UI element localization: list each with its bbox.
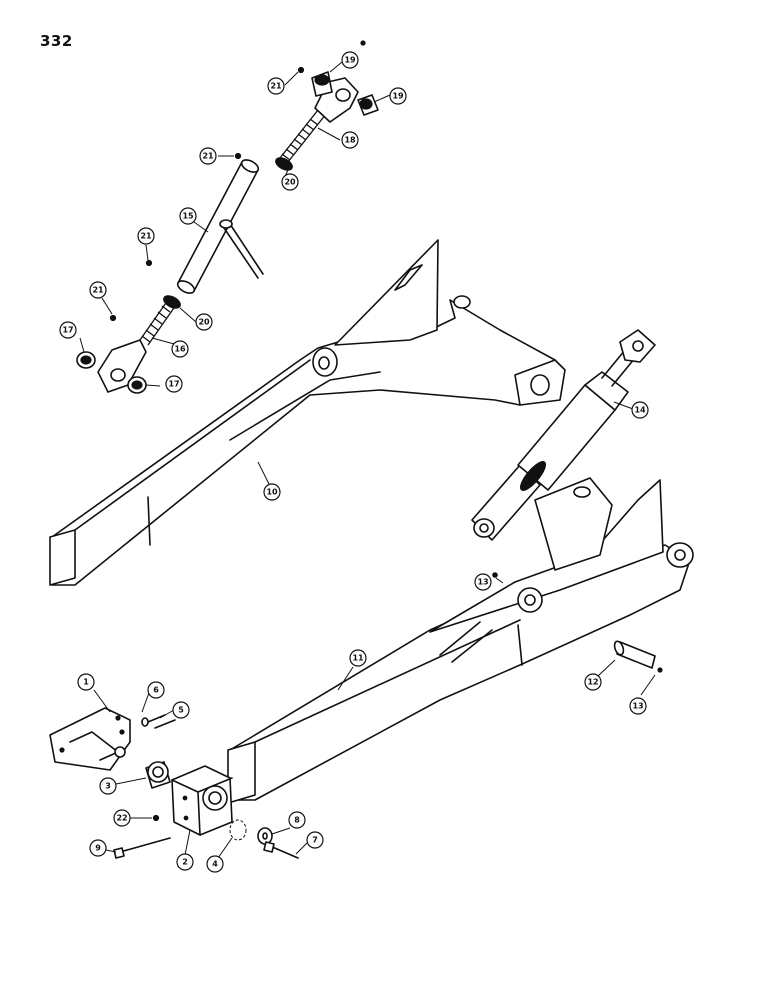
callout-18-label: 18 bbox=[344, 136, 356, 145]
callout-15: 15 bbox=[179, 207, 197, 225]
callout-17-right: 17 bbox=[165, 375, 183, 393]
page-number: 332 bbox=[40, 32, 73, 50]
hydraulic-cylinder bbox=[471, 329, 656, 541]
callout-12-label: 12 bbox=[587, 678, 598, 687]
callout-19-top: 19 bbox=[341, 51, 359, 69]
callout-14: 14 bbox=[631, 401, 649, 419]
callout-21-lower-label: 21 bbox=[92, 286, 104, 295]
callout-8-label: 8 bbox=[294, 816, 300, 825]
callout-7: 7 bbox=[306, 831, 324, 849]
callout-20-lower: 20 bbox=[195, 313, 213, 331]
callout-22-label: 22 bbox=[116, 814, 127, 823]
callout-20-upper-label: 20 bbox=[284, 178, 296, 187]
callout-11-label: 11 bbox=[352, 654, 364, 663]
callout-21-lower: 21 bbox=[89, 281, 107, 299]
callout-8: 8 bbox=[288, 811, 306, 829]
callout-17-left-label: 17 bbox=[62, 326, 73, 335]
callout-13-upper-label: 13 bbox=[477, 578, 488, 587]
callout-6: 6 bbox=[147, 681, 165, 699]
callout-7-label: 7 bbox=[312, 836, 318, 845]
callout-3: 3 bbox=[99, 777, 117, 795]
callout-17-right-label: 17 bbox=[168, 380, 179, 389]
callout-17-left: 17 bbox=[59, 321, 77, 339]
callout-21-middle-label: 21 bbox=[140, 232, 152, 241]
callout-5: 5 bbox=[172, 701, 190, 719]
callout-19-top-label: 19 bbox=[344, 56, 356, 65]
callout-13-lower-label: 13 bbox=[632, 702, 643, 711]
callout-1-label: 1 bbox=[83, 678, 89, 687]
callout-20-upper: 20 bbox=[281, 173, 299, 191]
callout-9-label: 9 bbox=[95, 844, 101, 853]
callout-21-top-label: 21 bbox=[270, 82, 282, 91]
callout-16-label: 16 bbox=[174, 345, 186, 354]
callout-2: 2 bbox=[176, 853, 194, 871]
lower-draft-arm bbox=[227, 477, 694, 804]
pivot-hardware bbox=[49, 707, 299, 859]
callout-12: 12 bbox=[584, 673, 602, 691]
callout-2-label: 2 bbox=[182, 858, 188, 867]
callout-10: 10 bbox=[263, 483, 281, 501]
callout-14-label: 14 bbox=[634, 406, 646, 415]
callout-13-upper: 13 bbox=[474, 573, 492, 591]
top-link-assembly bbox=[76, 40, 379, 394]
callout-18: 18 bbox=[341, 131, 359, 149]
callout-15-label: 15 bbox=[182, 212, 194, 221]
callout-6-label: 6 bbox=[153, 686, 159, 695]
callout-19-right: 19 bbox=[389, 87, 407, 105]
callout-11: 11 bbox=[349, 649, 367, 667]
callout-21-tube-label: 21 bbox=[202, 152, 214, 161]
callout-13-lower: 13 bbox=[629, 697, 647, 715]
callout-1: 1 bbox=[77, 673, 95, 691]
callout-22: 22 bbox=[113, 809, 131, 827]
callout-19-right-label: 19 bbox=[392, 92, 404, 101]
callout-21-middle: 21 bbox=[137, 227, 155, 245]
callout-10-label: 10 bbox=[266, 488, 278, 497]
callout-20-lower-label: 20 bbox=[198, 318, 210, 327]
callout-16: 16 bbox=[171, 340, 189, 358]
callout-4: 4 bbox=[206, 855, 224, 873]
callout-5-label: 5 bbox=[178, 706, 184, 715]
callout-21-tube: 21 bbox=[199, 147, 217, 165]
callout-9: 9 bbox=[89, 839, 107, 857]
upper-draft-arm bbox=[49, 239, 566, 586]
callout-21-top: 21 bbox=[267, 77, 285, 95]
callout-4-label: 4 bbox=[212, 860, 218, 869]
callout-3-label: 3 bbox=[105, 782, 111, 791]
